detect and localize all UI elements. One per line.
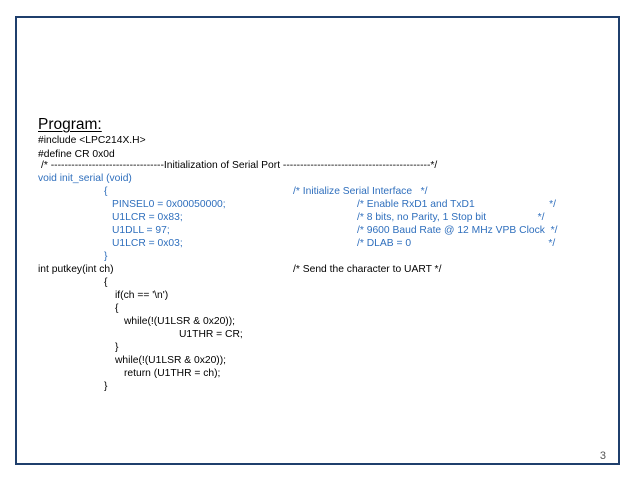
code-define: #define CR 0x0d bbox=[38, 149, 115, 160]
code-pinsel-comment: /* Enable RxD1 and TxD1 */ bbox=[357, 199, 556, 210]
page-number: 3 bbox=[599, 450, 606, 462]
code-if-close-brace: } bbox=[115, 342, 119, 353]
code-init-signature: void init_serial (void) bbox=[38, 173, 132, 184]
code-u1lcr-comment: /* 8 bits, no Parity, 1 Stop bit */ bbox=[357, 212, 545, 223]
code-u1dll: U1DLL = 97; bbox=[112, 225, 170, 236]
code-putkey-signature: int putkey(int ch) bbox=[38, 264, 114, 275]
code-include: #include <LPC214X.H> bbox=[38, 135, 146, 146]
code-while-1: while(!(U1LSR & 0x20)); bbox=[124, 316, 236, 327]
code-if-open-brace: { bbox=[115, 303, 119, 314]
code-return-line: return (U1THR = ch); bbox=[124, 368, 221, 379]
code-thr-cr: U1THR = CR; bbox=[179, 329, 243, 340]
code-init-close-brace: } bbox=[104, 251, 108, 262]
code-u1lcr2-comment: /* DLAB = 0 */ bbox=[357, 238, 556, 249]
code-u1lcr: U1LCR = 0x83; bbox=[112, 212, 183, 223]
code-init-main-comment: /* Initialize Serial Interface */ bbox=[293, 186, 428, 197]
code-u1lcr2: U1LCR = 0x03; bbox=[112, 238, 183, 249]
code-putkey-comment: /* Send the character to UART */ bbox=[293, 264, 442, 275]
code-pinsel: PINSEL0 = 0x00050000; bbox=[112, 199, 226, 210]
code-init-open-brace: { bbox=[104, 186, 108, 197]
code-putkey-close-brace: } bbox=[104, 381, 108, 392]
slide-frame bbox=[15, 16, 620, 465]
program-heading: Program: bbox=[38, 116, 102, 133]
code-putkey-open-brace: { bbox=[104, 277, 108, 288]
code-while-2: while(!(U1LSR & 0x20)); bbox=[115, 355, 227, 366]
code-if-line: if(ch == '\n') bbox=[115, 290, 169, 301]
code-u1dll-comment: /* 9600 Baud Rate @ 12 MHz VPB Clock */ bbox=[357, 225, 558, 236]
code-init-comment: /* ---------------------------------Init… bbox=[41, 160, 438, 171]
